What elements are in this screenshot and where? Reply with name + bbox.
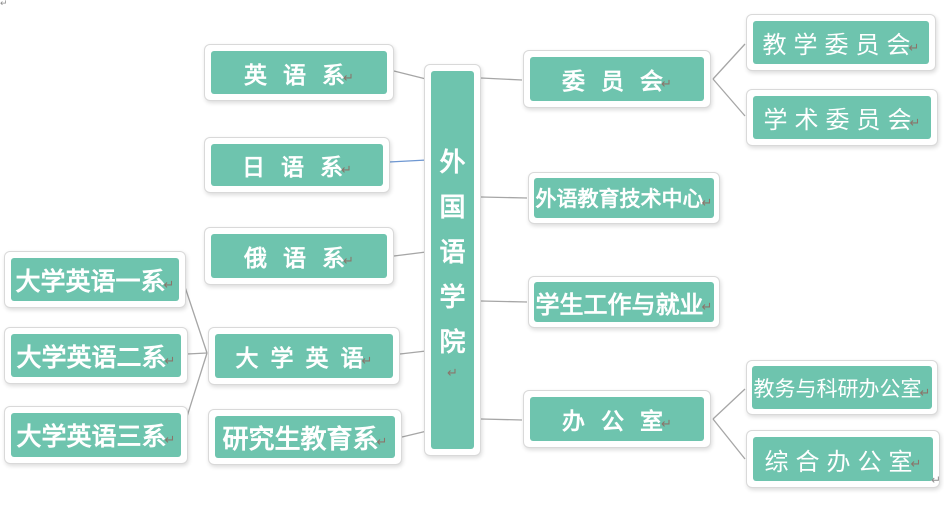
connector-russian[interactable]: [393, 251, 427, 257]
node-label-char: 院: [439, 327, 466, 357]
connector-japanese-selected[interactable]: [388, 159, 428, 163]
connector-student-work[interactable]: [480, 300, 528, 303]
paragraph-mark: ↵: [661, 76, 672, 91]
paragraph-mark: ↵: [341, 162, 352, 177]
node-academic-committee[interactable]: 学术委员会↵: [746, 89, 938, 146]
connector-college-english-1[interactable]: [184, 286, 208, 354]
node-label: 英语系: [244, 61, 362, 88]
connector-affairs-office[interactable]: [712, 388, 746, 420]
connector-graduate[interactable]: [401, 430, 428, 438]
node-english-dept[interactable]: 英语系↵: [204, 44, 394, 101]
node-label-char: 语: [439, 237, 466, 267]
node-graduate-education-dept[interactable]: 研究生教育系↵: [208, 409, 402, 465]
paragraph-mark: ↵: [0, 0, 8, 8]
node-label: 俄语系: [244, 245, 362, 271]
connector-college-english-3[interactable]: [184, 352, 208, 424]
connector-teaching-committee[interactable]: [712, 43, 746, 80]
node-college-english-dept-3[interactable]: 大学英语三系↵: [4, 406, 188, 464]
node-label: 大学英语三系: [16, 423, 167, 451]
node-label: 委员会: [562, 68, 680, 94]
paragraph-mark: ↵: [919, 384, 931, 400]
paragraph-mark: ↵: [931, 473, 942, 487]
node-label: 大学英语二系: [16, 343, 167, 372]
node-committee[interactable]: 委员会↵: [523, 50, 711, 108]
connector-tech-center[interactable]: [480, 196, 528, 199]
node-russian-dept[interactable]: 俄语系↵: [204, 227, 394, 285]
node-label: 学术委员会: [763, 107, 919, 134]
node-label: 外语教育技术中心: [535, 188, 704, 211]
node-label-char: 外: [439, 147, 466, 177]
paragraph-mark: ↵: [908, 39, 920, 55]
connector-general-office[interactable]: [712, 418, 746, 460]
node-college-english-dept-2[interactable]: 大学英语二系↵: [4, 327, 188, 384]
node-shape: 外 国 语 学 院 ↵: [431, 71, 474, 449]
node-label: 大学英语一系: [15, 267, 166, 296]
paragraph-mark: ↵: [343, 253, 354, 268]
node-foreign-language-education-tech-center[interactable]: 外语教育技术中心↵: [528, 172, 720, 224]
node-label: 日语系: [242, 154, 360, 180]
node-label: 教学委员会: [762, 32, 918, 59]
connector-committee[interactable]: [480, 77, 523, 81]
paragraph-mark: ↵: [163, 276, 175, 292]
connector-college-english[interactable]: [399, 350, 427, 355]
node-college-english-dept-1[interactable]: 大学英语一系↵: [4, 251, 186, 308]
node-japanese-dept[interactable]: 日语系↵: [204, 137, 390, 193]
node-label: 大学英语: [235, 345, 376, 371]
connector-college-english-2[interactable]: [186, 352, 208, 355]
node-label: 学生工作与就业: [535, 291, 704, 319]
node-office[interactable]: 办公室↵: [523, 390, 711, 448]
node-label: 综合办公室: [764, 448, 920, 476]
paragraph-mark: ↵: [910, 456, 922, 471]
paragraph-mark: ↵: [909, 114, 921, 130]
paragraph-mark: ↵: [164, 432, 176, 447]
paragraph-mark: ↵: [376, 434, 388, 449]
paragraph-mark: ↵: [701, 299, 713, 314]
node-label-char: 学: [439, 282, 466, 312]
node-student-work-and-employment[interactable]: 学生工作与就业↵: [528, 276, 720, 328]
connector-office[interactable]: [480, 418, 523, 421]
paragraph-mark: ↵: [164, 352, 176, 368]
paragraph-mark: ↵: [661, 416, 672, 431]
node-label: 办公室: [562, 408, 680, 434]
node-label: 教务与科研办公室: [753, 377, 922, 401]
connector-english[interactable]: [393, 70, 427, 80]
node-foreign-languages-college[interactable]: 外 国 语 学 院 ↵: [424, 64, 481, 456]
node-general-office[interactable]: 综合办公室↵: [746, 430, 940, 488]
node-teaching-committee[interactable]: 教学委员会↵: [746, 14, 936, 71]
paragraph-mark: ↵: [701, 195, 713, 210]
paragraph-mark: ↵: [361, 353, 373, 368]
node-label-char: 国: [439, 192, 466, 222]
node-academic-affairs-research-office[interactable]: 教务与科研办公室↵: [746, 360, 938, 415]
node-label: 研究生教育系: [222, 423, 379, 454]
node-college-english[interactable]: 大学英语↵: [208, 327, 400, 385]
connector-academic-committee[interactable]: [712, 78, 746, 117]
paragraph-mark: ↵: [447, 365, 458, 380]
paragraph-mark: ↵: [343, 69, 354, 85]
